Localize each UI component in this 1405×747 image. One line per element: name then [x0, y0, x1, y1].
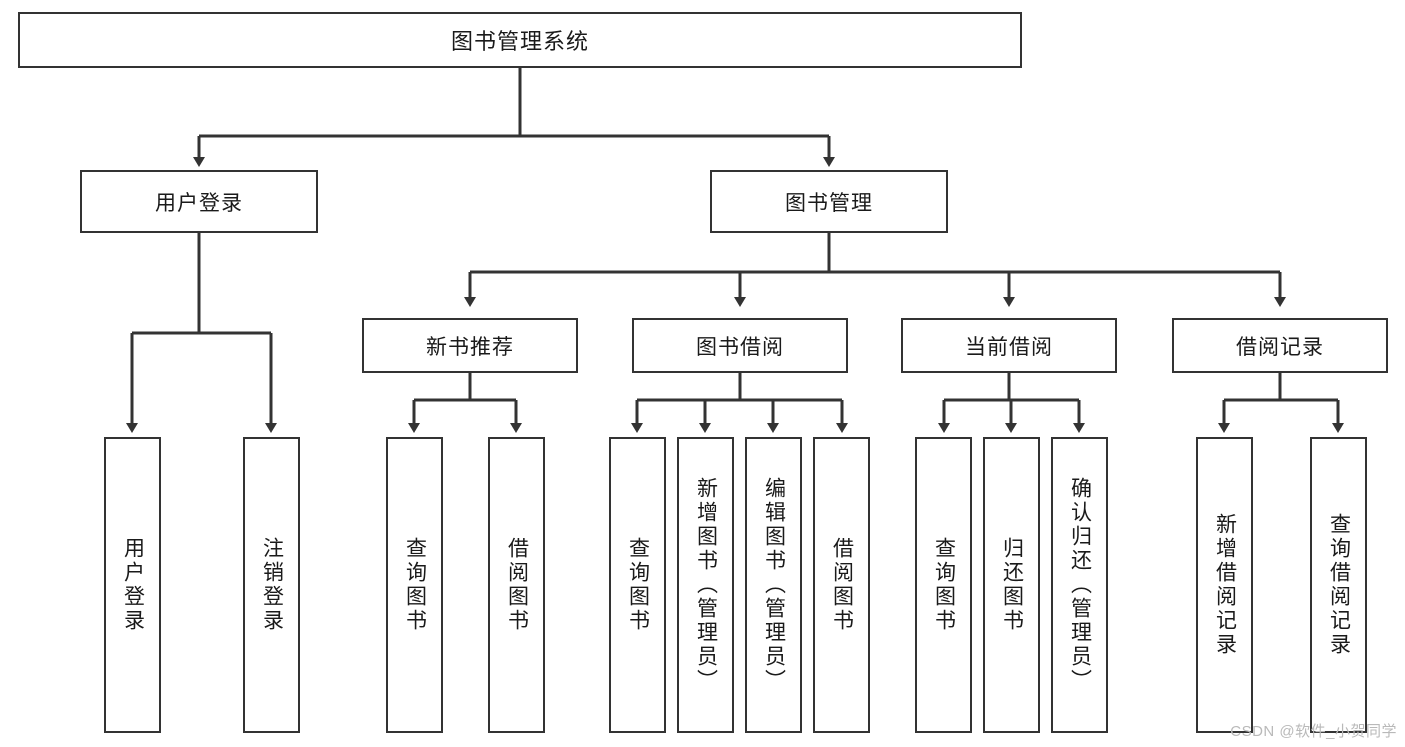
leaf-add-book-admin[interactable]: 新增图书（管理员）	[677, 437, 734, 733]
node-user-login[interactable]: 用户登录	[80, 170, 318, 233]
leaf-add-borrow-record[interactable]: 新增借阅记录	[1196, 437, 1253, 733]
node-current-borrow[interactable]: 当前借阅	[901, 318, 1117, 373]
leaf-borrow-book-borrow[interactable]: 借阅图书	[813, 437, 870, 733]
node-book-borrow[interactable]: 图书借阅	[632, 318, 848, 373]
node-book-manage[interactable]: 图书管理	[710, 170, 948, 233]
leaf-query-book-recommend[interactable]: 查询图书	[386, 437, 443, 733]
leaf-query-borrow-record[interactable]: 查询借阅记录	[1310, 437, 1367, 733]
leaf-confirm-return-admin[interactable]: 确认归还（管理员）	[1051, 437, 1108, 733]
leaf-borrow-book-recommend[interactable]: 借阅图书	[488, 437, 545, 733]
leaf-return-book[interactable]: 归还图书	[983, 437, 1040, 733]
csdn-watermark: CSDN @软件_小贺同学	[1230, 723, 1397, 740]
leaf-query-book-current[interactable]: 查询图书	[915, 437, 972, 733]
leaf-user-login[interactable]: 用户登录	[104, 437, 161, 733]
node-borrow-record[interactable]: 借阅记录	[1172, 318, 1388, 373]
node-new-book-recommend[interactable]: 新书推荐	[362, 318, 578, 373]
node-root-system[interactable]: 图书管理系统	[18, 12, 1022, 68]
leaf-edit-book-admin[interactable]: 编辑图书（管理员）	[745, 437, 802, 733]
leaf-logout-login[interactable]: 注销登录	[243, 437, 300, 733]
leaf-query-book-borrow[interactable]: 查询图书	[609, 437, 666, 733]
